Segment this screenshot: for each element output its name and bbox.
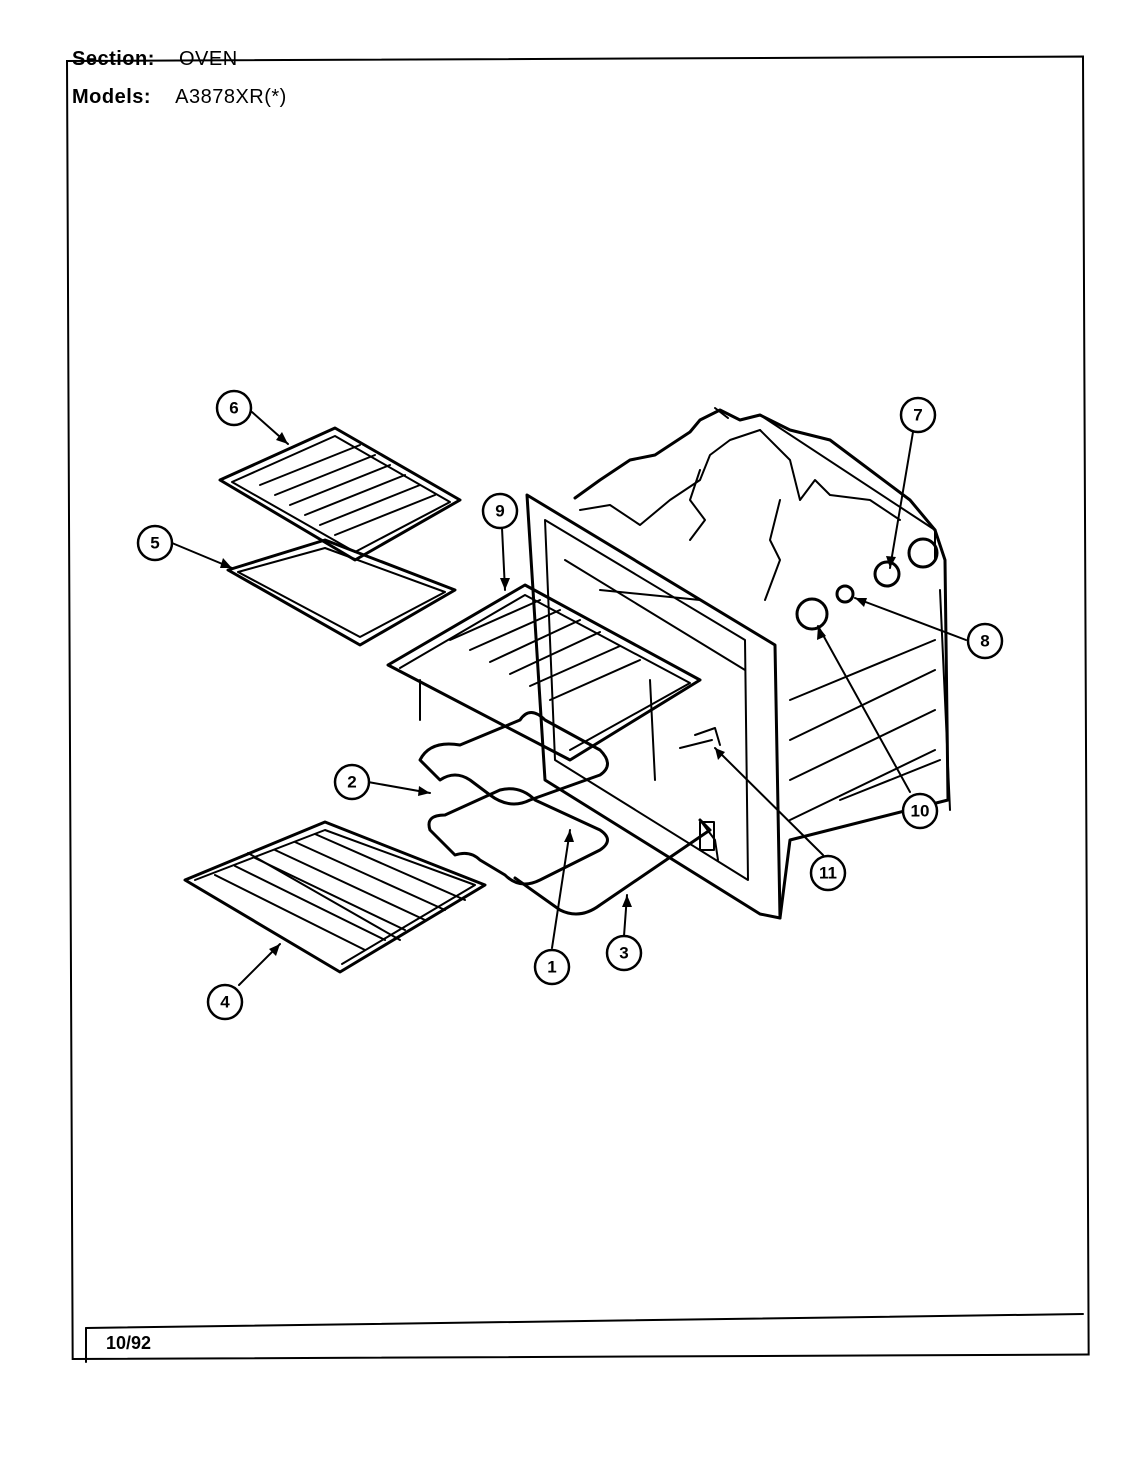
callout-1: 1 [547, 958, 556, 977]
broil-pan-insert [218, 426, 462, 562]
callout-2-circle [333, 763, 371, 801]
oven-rack [183, 820, 487, 974]
callout-10: 10 [911, 802, 930, 821]
callout-7: 7 [913, 406, 922, 425]
section-header: Section: OVEN [72, 48, 238, 71]
callout-9-circle [481, 492, 519, 530]
callout-11-circle [809, 854, 847, 892]
callout-7-circle [899, 396, 937, 434]
models-label: Models: [72, 86, 152, 108]
callout-1-circle [533, 948, 571, 986]
callout-5: 5 [150, 534, 159, 553]
callout-3: 3 [619, 944, 628, 963]
callout-8-circle [966, 622, 1004, 660]
broil-pan [226, 538, 457, 647]
callout-9: 9 [495, 502, 504, 521]
revision-date: 10/92 [106, 1333, 152, 1353]
callout-5-circle [136, 524, 174, 562]
callout-6-circle [215, 389, 253, 427]
callout-6: 6 [229, 399, 238, 418]
callout-10-circle [901, 792, 939, 830]
oven-light-switch [679, 727, 721, 749]
models-value: A3878XR(*) [175, 86, 287, 108]
models-header: Models: A3878XR(*) [72, 86, 287, 109]
footer-divider [85, 1313, 1084, 1329]
oven-cavity [525, 407, 951, 920]
callout-3-circle [605, 934, 643, 972]
callout-4: 4 [220, 993, 230, 1012]
bake-element [427, 787, 609, 886]
arrowheads [220, 432, 896, 956]
section-value: OVEN [178, 48, 238, 70]
broil-shield [386, 583, 702, 781]
callout-11: 11 [819, 864, 837, 883]
callout-8: 8 [980, 632, 989, 651]
callout-4-circle [206, 983, 244, 1021]
callout-2: 2 [347, 773, 356, 792]
section-label: Section: [72, 48, 155, 70]
broil-element [418, 711, 609, 806]
bottom-element [513, 818, 719, 916]
